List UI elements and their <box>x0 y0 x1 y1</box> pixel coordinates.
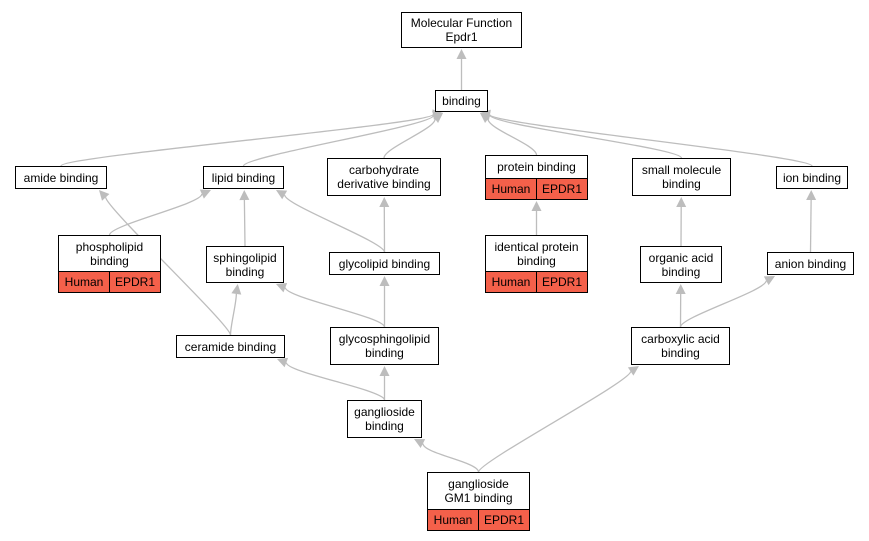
node-label-line: amide binding <box>23 170 99 185</box>
node-carboxylic-acid-binding[interactable]: carboxylic acid binding <box>631 327 730 365</box>
edge-line <box>489 113 813 167</box>
node-label-line: binding <box>225 264 265 279</box>
edge-arrowhead <box>379 366 390 376</box>
edge-line <box>383 118 436 159</box>
node-label-line: ceramide binding <box>184 339 277 354</box>
edge-arrowhead <box>480 109 491 120</box>
edge-arrowhead <box>231 284 242 295</box>
node-label-line: binding <box>365 346 404 360</box>
edge-line <box>487 118 538 156</box>
edge-arrowhead <box>676 197 687 208</box>
edge-line <box>60 113 434 167</box>
edge-arrowhead <box>627 366 639 376</box>
node-anion-binding[interactable]: anion binding <box>767 252 854 275</box>
node-label-line: identical protein <box>494 239 579 254</box>
node-binding[interactable]: binding <box>435 90 488 112</box>
species-label: Human <box>486 272 537 292</box>
node-glycolipid-binding[interactable]: glycolipid binding <box>329 252 440 275</box>
edge-arrowhead <box>276 190 288 200</box>
node-sphingolipid-binding[interactable]: sphingolipid binding <box>206 246 284 283</box>
node-label-line: phospholipid <box>75 239 144 254</box>
node-label-line: GM1 binding <box>444 491 513 505</box>
edge-arrowhead <box>432 113 443 124</box>
edge-line <box>243 199 246 247</box>
species-label: Human <box>486 179 537 199</box>
node-label-line: small molecule <box>641 163 722 177</box>
species-label: Human <box>428 510 479 530</box>
edge-line <box>679 280 767 328</box>
node-carbohydrate-derivative-binding[interactable]: carbohydrate derivative binding <box>327 158 441 196</box>
annotation-row: Human EPDR1 <box>428 509 529 530</box>
node-molecular-function[interactable]: Molecular Function Epdr1 <box>401 12 522 48</box>
edge-line <box>242 114 434 167</box>
gene-label: EPDR1 <box>114 275 155 289</box>
node-label-line: sphingolipid <box>213 250 277 265</box>
node-glycosphingolipid-binding[interactable]: glycosphingolipid binding <box>330 327 439 365</box>
edge-line <box>809 199 812 253</box>
edge-arrowhead <box>277 357 289 368</box>
node-label-line: carbohydrate <box>348 163 420 177</box>
node-ganglioside-gm1-binding[interactable]: ganglioside GM1 binding Human EPDR1 <box>427 472 530 531</box>
edge-line <box>108 193 203 236</box>
edge-arrowhead <box>199 189 211 199</box>
node-label-line: binding <box>442 94 481 108</box>
edge-line <box>105 197 232 336</box>
node-label-line: ganglioside <box>354 405 415 419</box>
species-label: Human <box>59 272 110 292</box>
node-label-line: protein binding <box>497 160 576 174</box>
node-label-line: glycosphingolipid <box>338 332 431 346</box>
edge-line <box>284 194 386 253</box>
edge-arrowhead <box>675 284 686 295</box>
node-label-line: ion binding <box>782 170 842 185</box>
node-label-line: binding <box>365 419 404 433</box>
node-organic-acid-binding[interactable]: organic acid binding <box>640 246 722 283</box>
edge-line <box>229 293 237 336</box>
node-label-line: binding <box>90 253 129 268</box>
edge-arrowhead <box>239 190 250 201</box>
edge-arrowhead <box>531 201 542 211</box>
gene-label: EPDR1 <box>541 182 582 196</box>
node-ceramide-binding[interactable]: ceramide binding <box>176 335 285 358</box>
node-label-line: lipid binding <box>211 170 276 185</box>
gene-label: EPDR1 <box>483 513 524 527</box>
node-lipid-binding[interactable]: lipid binding <box>203 166 284 189</box>
node-small-molecule-binding[interactable]: small molecule binding <box>632 158 731 196</box>
node-label-line: Epdr1 <box>445 30 478 44</box>
edge-line <box>422 443 480 473</box>
node-label-line: binding <box>662 177 701 191</box>
annotation-row: Human EPDR1 <box>486 271 587 292</box>
node-label-line: ganglioside <box>448 477 509 491</box>
node-phospholipid-binding[interactable]: phospholipid binding Human EPDR1 <box>58 235 161 293</box>
node-amide-binding[interactable]: amide binding <box>15 166 107 189</box>
gene-label: EPDR1 <box>541 275 582 289</box>
node-ion-binding[interactable]: ion binding <box>776 166 848 189</box>
node-label-line: glycolipid binding <box>338 256 431 271</box>
annotation-row: Human EPDR1 <box>59 271 160 292</box>
edge-line <box>477 371 632 473</box>
edge-line <box>284 287 386 328</box>
node-label-line: carboxylic acid <box>641 332 720 346</box>
node-protein-binding[interactable]: protein binding Human EPDR1 <box>485 155 588 200</box>
edge-arrowhead <box>414 439 426 449</box>
node-label-line: binding <box>661 264 701 279</box>
edge-arrowhead <box>276 283 288 293</box>
edge-line <box>489 114 683 159</box>
node-label-line: binding <box>661 346 700 360</box>
edge-arrowhead <box>456 49 467 59</box>
edge-line <box>285 361 386 401</box>
edge-arrowhead <box>99 190 110 201</box>
node-label-line: organic acid <box>648 250 714 265</box>
node-identical-protein-binding[interactable]: identical protein binding Human EPDR1 <box>485 235 588 293</box>
node-label-line: Molecular Function <box>410 16 513 30</box>
edge-arrowhead <box>379 197 390 208</box>
edge-arrowhead <box>806 190 817 201</box>
node-ganglioside-binding[interactable]: ganglioside binding <box>347 400 422 438</box>
node-label-line: anion binding <box>774 256 847 271</box>
edge-arrowhead <box>379 276 390 286</box>
annotation-row: Human EPDR1 <box>486 178 587 199</box>
node-label-line: derivative binding <box>337 177 431 191</box>
edge-arrowhead <box>763 276 775 286</box>
node-label-line: binding <box>517 253 556 268</box>
